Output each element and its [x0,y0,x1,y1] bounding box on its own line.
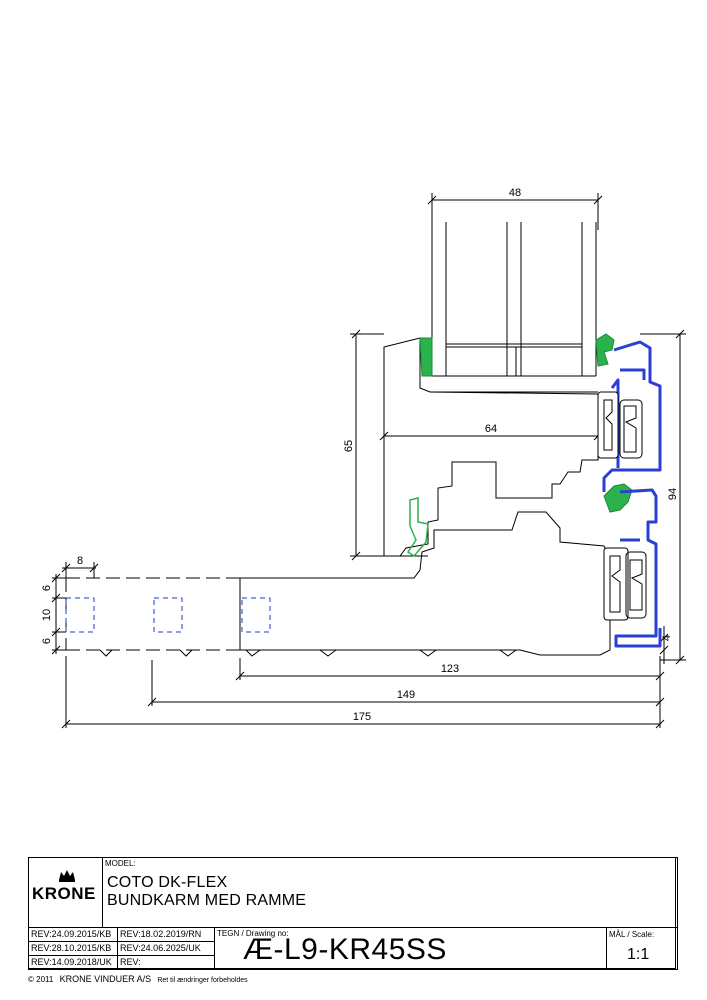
rev-4: REV:18.02.2019/RN [117,927,215,942]
rev-3: REV:14.09.2018/UK [28,955,118,970]
rev-6: REV: [117,955,215,970]
extension-grooves [99,649,193,657]
sash-fitting [597,391,619,459]
logo-cell: KRONE [28,857,103,928]
footer: © 2011 KRONE VINDUER A/S Ret til ændring… [28,974,248,984]
frame-profile [239,511,611,657]
rev-5: REV:24.06.2025/UK [117,941,215,956]
model-label: MODEL: [105,859,136,868]
gaskets [406,333,633,557]
hidden-dowels [65,597,271,633]
krone-logo: KRONE [32,884,96,903]
scale-cell: MÅL / Scale: 1:1 [606,927,678,970]
outer-gasket-bottom [603,483,633,513]
drawing-number-cell: TEGN / Drawing no: Æ-L9-KR45SS [214,927,607,970]
dimension-4-label: 4 [661,635,673,641]
rev-2: REV:28.10.2015/KB [28,941,118,956]
title-block: KRONE MODEL: COTO DK-FLEX BUNDKARM MED R… [28,857,678,970]
drawing-number-label: TEGN / Drawing no: [217,929,289,938]
outer-gasket-top [595,333,615,367]
frame-extension-dashed [65,577,240,651]
disclaimer: Ret til ændringer forbeholdes [157,977,248,984]
frame-cladding [614,488,662,648]
dimension-123 [235,658,665,681]
dimension-8 [61,562,99,578]
dimension-48-label: 48 [509,187,521,199]
dimension-149-label: 149 [397,689,415,701]
dimension-8-label: 8 [77,555,83,567]
dimension-65-label: 65 [343,440,355,452]
dimension-94 [640,329,686,665]
dimension-10-label: 10 [41,609,53,621]
model-cell: MODEL: COTO DK-FLEX BUNDKARM MED RAMME [102,857,678,928]
dimension-94-label: 94 [667,488,679,500]
dimension-6-top-label: 6 [41,585,53,591]
model-line-2: BUNDKARM MED RAMME [107,892,307,909]
copyright: © 2011 [28,975,54,984]
dimension-6-10-6 [51,573,66,655]
scale-value: 1:1 [627,946,650,963]
crown-icon [59,870,75,882]
sash-profile [383,337,599,557]
dimension-123-label: 123 [441,663,459,675]
dimension-6-bottom-label: 6 [41,638,53,644]
company-name: KRONE VINDUER A/S [59,974,152,984]
dimension-65 [350,329,384,561]
technical-section-drawing: 48 64 65 94 4 8 6 10 6 123 149 175 [41,187,686,729]
glazing-unit [431,222,597,377]
hardware-fittings [597,391,647,621]
dimension-149 [147,660,665,707]
glazing-gasket [419,337,433,377]
dimension-64-label: 64 [485,423,497,435]
drawing-number: Æ-L9-KR45SS [243,933,447,966]
rev-1: REV:24.09.2015/KB [28,927,118,942]
scale-label: MÅL / Scale: [609,930,655,939]
dimension-175-label: 175 [353,711,371,723]
frame-fitting [603,547,629,621]
model-line-1: COTO DK-FLEX [107,874,228,891]
dimension-175 [61,656,665,729]
aluminium-cladding [602,340,662,648]
inner-gasket [406,497,429,557]
